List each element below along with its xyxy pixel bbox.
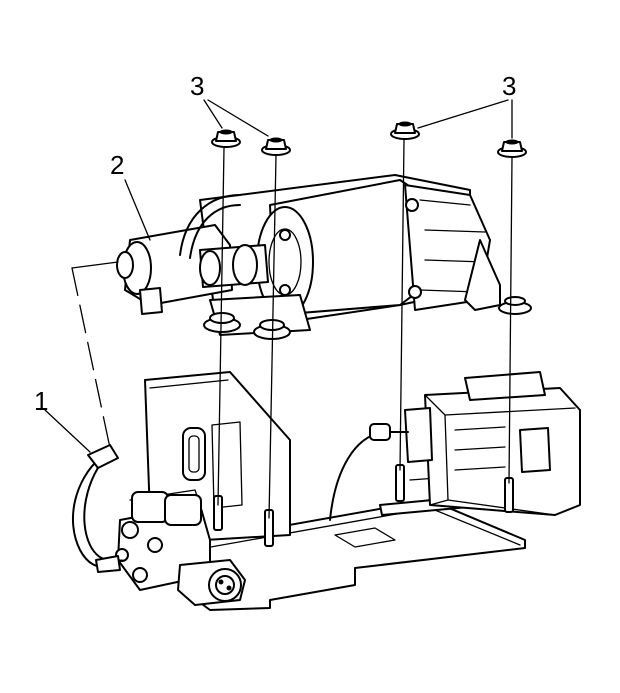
valve-block bbox=[99, 489, 246, 606]
callout-nuts-left: 3 bbox=[190, 71, 204, 101]
explosion-lines bbox=[217, 139, 513, 519]
control-module bbox=[329, 371, 581, 521]
callout-compressor: 2 bbox=[110, 150, 124, 180]
nut-4 bbox=[497, 139, 527, 158]
leader-lines bbox=[44, 99, 513, 453]
compressor-assembly bbox=[116, 174, 501, 336]
nut-2 bbox=[261, 137, 291, 156]
callout-hose: 1 bbox=[34, 386, 48, 416]
mounting-nuts bbox=[211, 121, 527, 158]
callout-nuts-right: 3 bbox=[502, 71, 516, 101]
nut-1 bbox=[211, 129, 241, 148]
isolator-grommets bbox=[203, 296, 532, 340]
air-hose bbox=[72, 444, 121, 573]
nut-3 bbox=[390, 121, 420, 140]
